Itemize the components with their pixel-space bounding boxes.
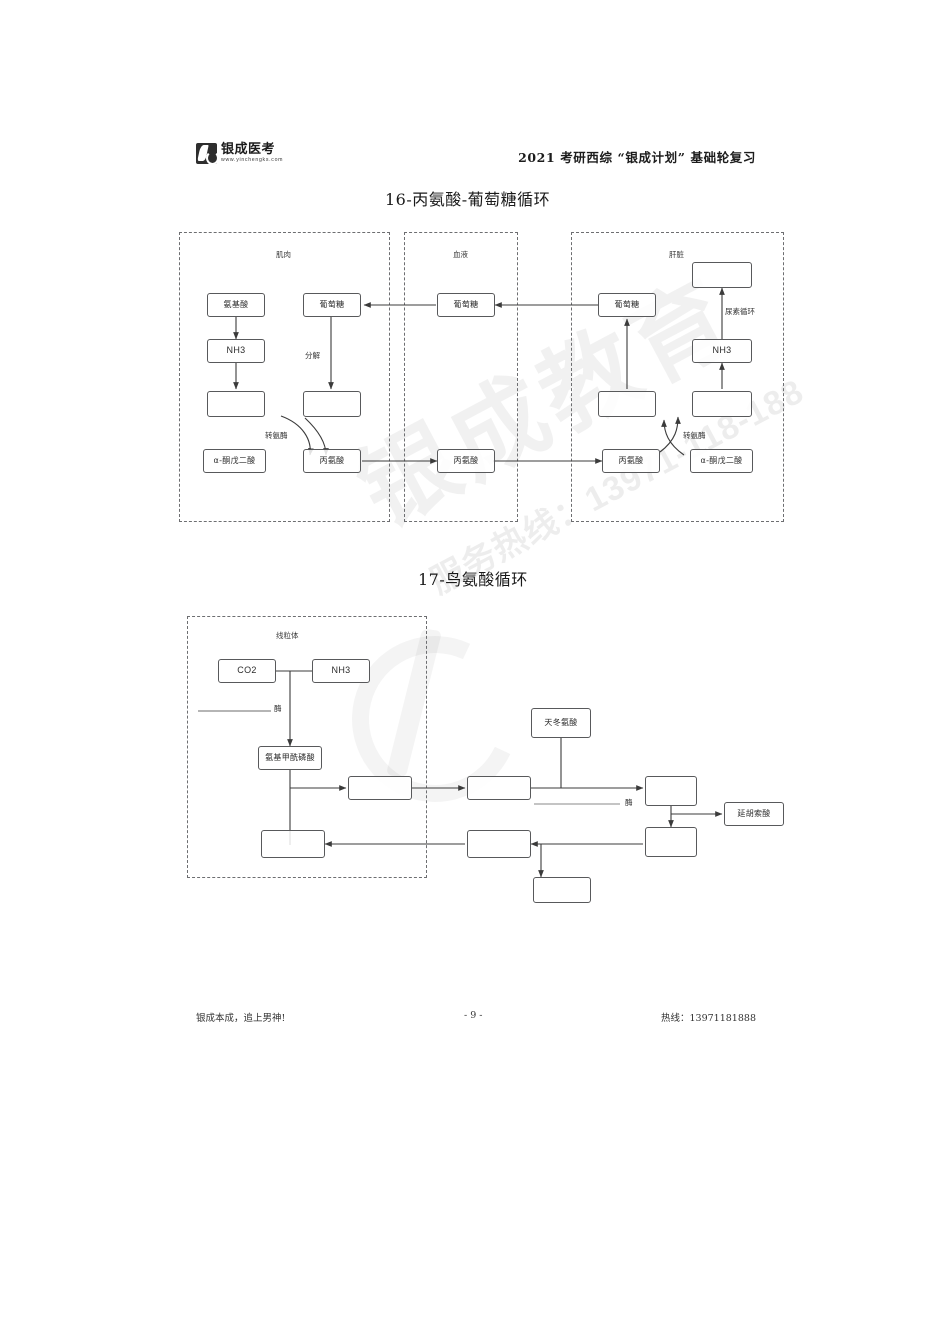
page-header: 银成医考 www.yinchengks.com 2021 考研西综 “银成计划”…: [196, 143, 756, 173]
box-co2: CO2: [218, 659, 276, 683]
box-mito-nh3: NH3: [312, 659, 370, 683]
logo-brand-name: 银成医考: [221, 142, 276, 158]
box-muscle-blank-pyruvate: [207, 391, 265, 417]
footer-slogan: 银成本成，追上男神!: [196, 1013, 286, 1024]
label-muscle-transaminase: 转氨酶: [265, 431, 288, 440]
box-liver-nh3: NH3: [692, 339, 752, 363]
brand-logo: 银成医考 www.yinchengks.com: [196, 143, 283, 164]
box-blood-glucose: 葡萄糖: [437, 293, 495, 317]
box-urea-output: [533, 877, 591, 903]
box-liver-alanine: 丙氨酸: [602, 449, 660, 473]
box-ornithine-blank-e: [467, 830, 531, 858]
box-liver-blank-pyruvate: [598, 391, 656, 417]
logo-text-block: 银成医考 www.yinchengks.com: [221, 143, 283, 163]
region-muscle-label: 肌肉: [276, 250, 291, 259]
box-muscle-alpha-ketoglutarate: α-酮戊二酸: [203, 449, 266, 473]
box-ornithine-blank-d: [645, 827, 697, 857]
label-liver-transaminase: 转氨酶: [683, 431, 706, 440]
box-muscle-blank-glycolysis: [303, 391, 361, 417]
footer-hotline: 热线：13971181888: [661, 1013, 756, 1024]
box-ornithine-blank-b: [467, 776, 531, 800]
region-liver: [571, 232, 784, 522]
box-ornithine-blank-f: [261, 830, 325, 858]
region-muscle: [179, 232, 390, 522]
box-muscle-alanine: 丙氨酸: [303, 449, 361, 473]
label-liver-urea-cycle: 尿素循环: [725, 307, 755, 316]
region-blood: [404, 232, 518, 522]
section-title-16: 16-丙氨酸-葡萄糖循环: [385, 190, 551, 209]
box-muscle-glucose: 葡萄糖: [303, 293, 361, 317]
label-enzyme-1: 酶: [274, 704, 282, 713]
label-enzyme-2: 酶: [625, 798, 633, 807]
page-footer: 银成本成，追上男神! - 9 - 热线：13971181888: [196, 1010, 756, 1028]
box-muscle-amino-acid: 氨基酸: [207, 293, 265, 317]
region-liver-label: 肝脏: [669, 250, 684, 259]
header-course-title: 2021 考研西综 “银成计划” 基础轮复习: [518, 150, 756, 165]
section-title-17: 17-鸟氨酸循环: [418, 570, 528, 589]
label-muscle-decompose: 分解: [305, 351, 320, 360]
logo-website-url: www.yinchengks.com: [221, 157, 284, 164]
box-liver-glucose: 葡萄糖: [598, 293, 656, 317]
box-blood-alanine: 丙氨酸: [437, 449, 495, 473]
box-liver-alpha-ketoglutarate: α-酮戊二酸: [690, 449, 753, 473]
box-ornithine-blank-c: [645, 776, 697, 806]
box-carbamoyl-phosphate: 氨基甲酰磷酸: [258, 746, 322, 770]
region-mitochondria: [187, 616, 427, 878]
region-mitochondria-label: 线粒体: [276, 631, 299, 640]
logo-icon: [196, 143, 217, 164]
box-liver-blank-glutamate: [692, 391, 752, 417]
box-fumarate: 延胡索酸: [724, 802, 784, 826]
box-ornithine-blank-a: [348, 776, 412, 800]
box-liver-blank-urea: [692, 262, 752, 288]
region-blood-label: 血液: [453, 250, 468, 259]
footer-page-number: - 9 -: [464, 1010, 483, 1021]
box-muscle-nh3: NH3: [207, 339, 265, 363]
box-aspartate: 天冬氨酸: [531, 708, 591, 738]
